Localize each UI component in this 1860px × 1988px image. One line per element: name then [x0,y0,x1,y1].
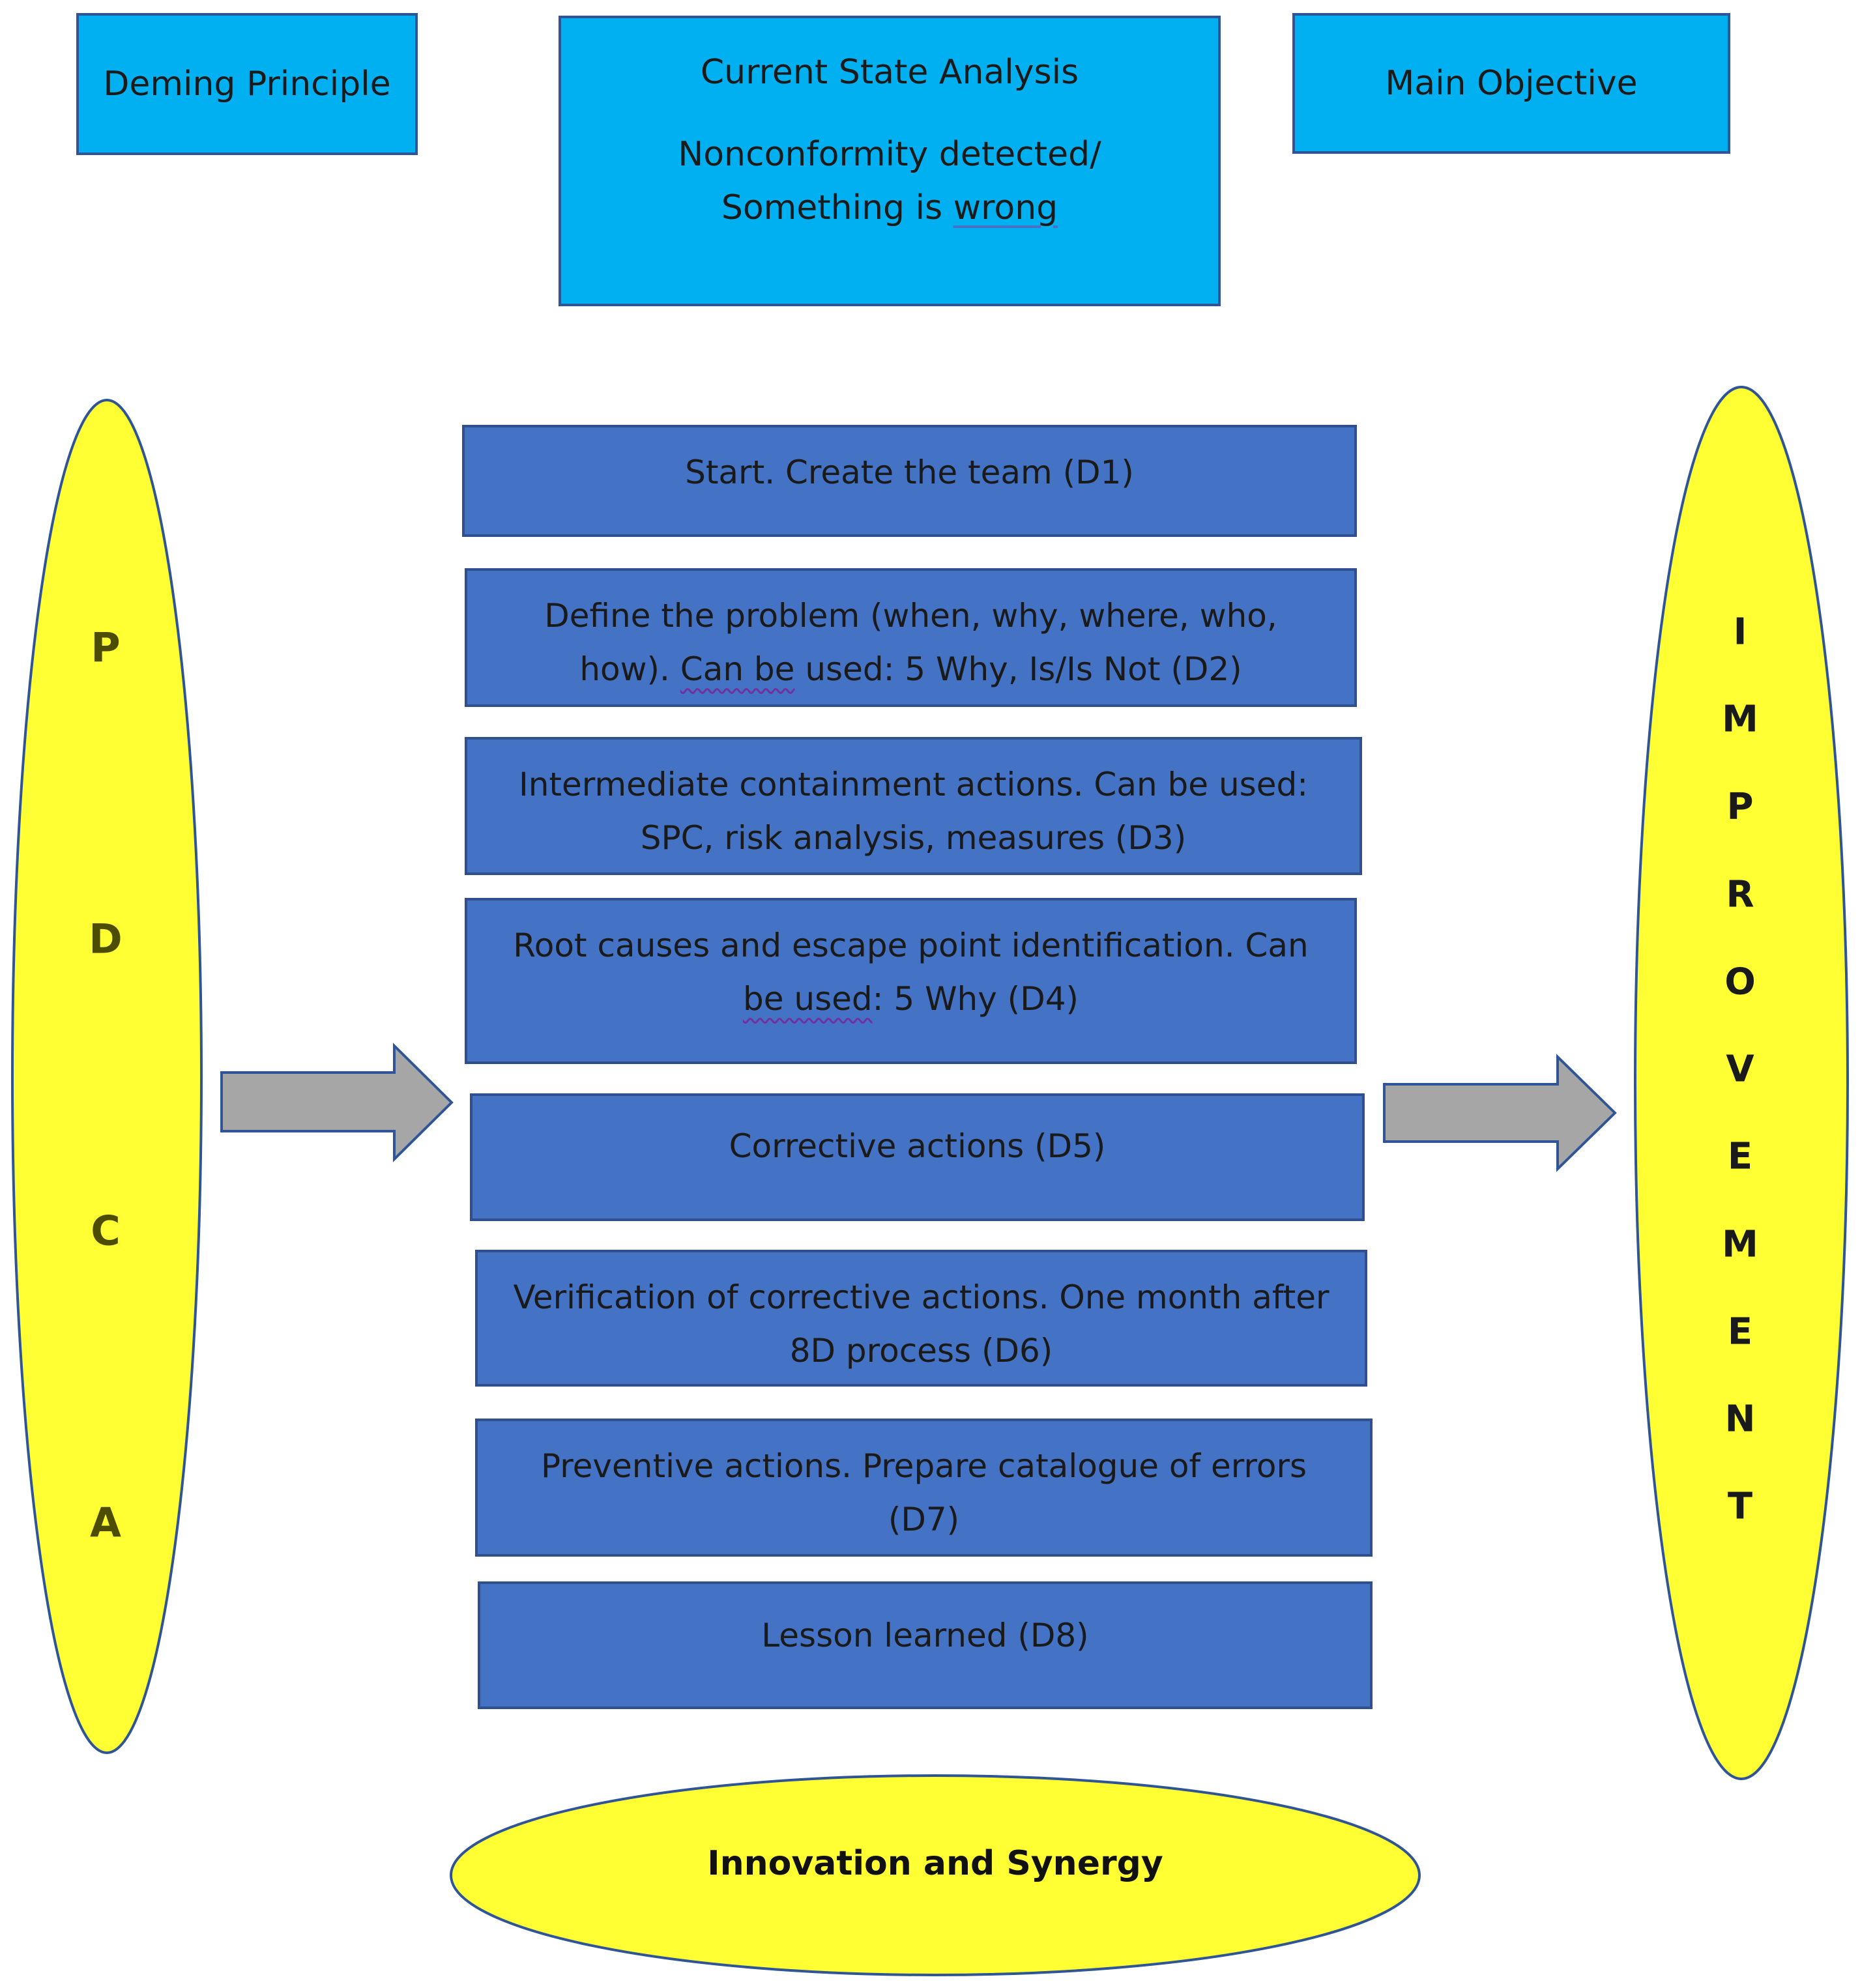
improvement-letter-8: M [1722,1223,1758,1266]
pdca-letter-p: P [91,624,121,672]
step-d2: Define the problem (when, why, where, wh… [465,568,1357,707]
right-arrow [1383,1054,1617,1172]
step-d8-line1: Lesson learned (D8) [761,1617,1089,1654]
deming-principle-label: Deming Principle [103,65,391,104]
pdca-letter-c: C [91,1207,121,1255]
step-d3: Intermediate containment actions. Can be… [465,737,1362,875]
step-d5-line1: Corrective actions (D5) [729,1127,1106,1165]
main-objective-label: Main Objective [1385,64,1638,103]
improvement-letter-11: T [1727,1485,1753,1528]
step-d6: Verification of corrective actions. One … [475,1250,1367,1387]
step-d3-line2: SPC, risk analysis, measures (D3) [640,819,1187,857]
pdca-ellipse [11,399,203,1754]
deming-principle-box: Deming Principle [76,13,418,155]
step-d4-line2: be used: 5 Why (D4) [743,972,1079,1026]
step-d2-line2b: Can be [680,650,795,688]
step-d2-line2: how). Can be used: 5 Why, Is/Is Not (D2) [579,642,1242,696]
innovation-ellipse [450,1774,1421,1976]
step-d2-line2c: used: 5 Why, Is/Is Not (D2) [794,650,1242,688]
current-state-line2: Something is wrong [721,181,1058,235]
current-state-line2a: Something is [721,188,953,227]
step-d6-line1: Verification of corrective actions. One … [513,1278,1330,1316]
step-d4-line1: Root causes and escape point identificat… [513,927,1309,964]
step-d7: Preventive actions. Prepare catalogue of… [475,1419,1373,1557]
pdca-letter-d: D [89,915,123,963]
improvement-letter-2: M [1722,698,1758,741]
step-d1: Start. Create the team (D1) [462,425,1357,537]
step-d3-line1: Intermediate containment actions. Can be… [518,766,1309,803]
improvement-letter-9: E [1727,1310,1753,1353]
current-state-line1: Nonconformity detected/ [678,135,1101,174]
step-d5: Corrective actions (D5) [470,1093,1365,1221]
step-d2-line1: Define the problem (when, why, where, wh… [544,597,1277,635]
step-d6-line2: 8D process (D6) [789,1332,1053,1370]
step-d2-line2a: how). [579,650,680,688]
improvement-ellipse [1634,386,1849,1780]
step-d7-line1: Preventive actions. Prepare catalogue of… [540,1447,1307,1485]
improvement-letter-4: R [1726,873,1754,916]
innovation-label: Innovation and Synergy [707,1844,1163,1883]
step-d1-line1: Start. Create the team (D1) [685,454,1134,491]
step-d8: Lesson learned (D8) [478,1581,1373,1709]
improvement-letter-7: E [1727,1135,1753,1178]
step-d4-line2c: : 5 Why (D4) [872,980,1079,1018]
improvement-letter-1: I [1733,611,1747,654]
pdca-letter-a: A [90,1499,121,1547]
improvement-letter-10: N [1724,1398,1756,1441]
current-state-wrong: wrong [953,188,1058,227]
main-objective-box: Main Objective [1292,13,1730,154]
step-d7-line2: (D7) [888,1501,960,1538]
improvement-letter-5: O [1724,960,1756,1003]
step-d4: Root causes and escape point identificat… [465,898,1357,1064]
current-state-title: Current State Analysis [700,53,1079,92]
improvement-letter-6: V [1726,1048,1754,1091]
improvement-letter-3: P [1726,785,1754,828]
current-state-box: Current State Analysis Nonconformity det… [559,16,1221,306]
left-arrow [220,1043,454,1162]
step-d4-line2b: be used [742,980,873,1018]
